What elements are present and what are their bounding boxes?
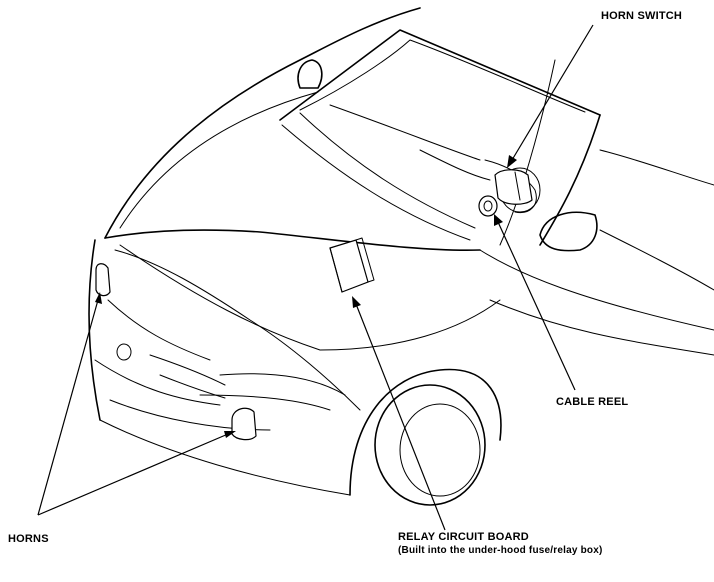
relay-circuit-board-label: RELAY CIRCUIT BOARD (398, 531, 529, 543)
relay-box-part (329, 237, 375, 293)
horn-right-part (231, 407, 257, 441)
horn-switch-label: HORN SWITCH (601, 10, 683, 22)
horn-left-part (95, 263, 111, 297)
cable-reel-part (478, 195, 498, 217)
relay-circuit-board-note: (Built into the under-hood fuse/relay bo… (398, 545, 603, 556)
car-body (88, 7, 714, 506)
horn-switch-part (494, 169, 533, 205)
horns-label: HORNS (8, 533, 49, 545)
cable-reel-label: CABLE REEL (556, 396, 629, 408)
leader-lines (37, 24, 594, 531)
